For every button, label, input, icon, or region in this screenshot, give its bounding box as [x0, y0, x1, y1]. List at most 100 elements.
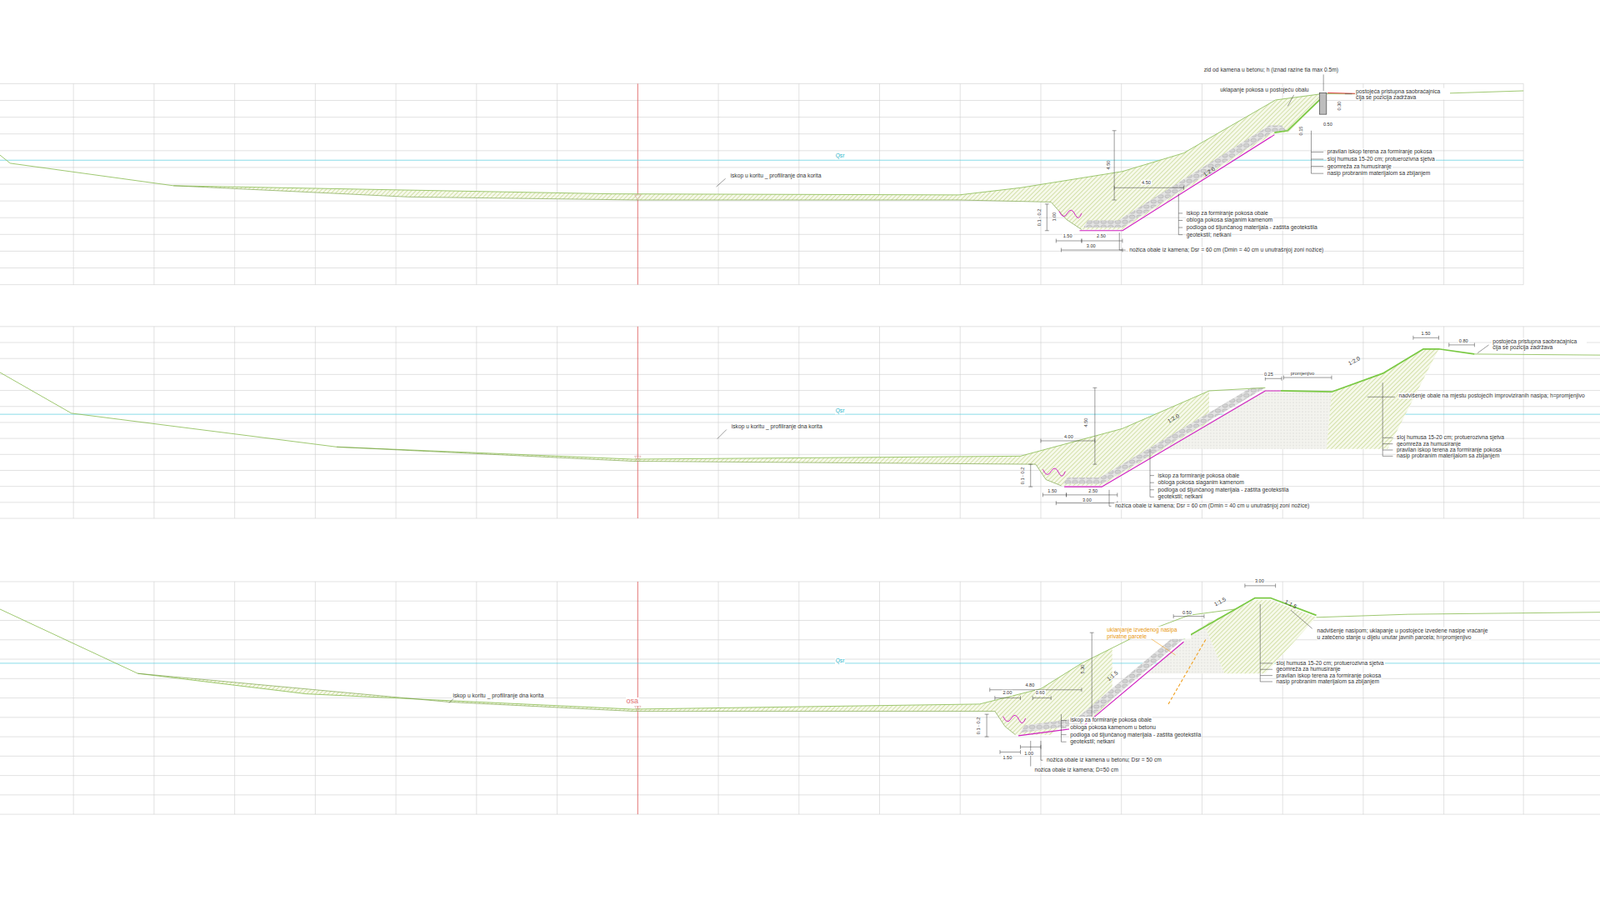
grid-line: [73, 326, 75, 519]
dimension-label: 0.50: [1181, 610, 1193, 615]
leader-tick: [1260, 675, 1273, 676]
dimension-tick: [1412, 335, 1414, 340]
water-level-line: [0, 160, 1524, 161]
grid-line: [234, 326, 235, 519]
dimension-tick: [985, 714, 990, 715]
leader-tick: [1150, 482, 1155, 484]
note-label: nožica obale iz kamena u betonu; Dsr = 5…: [1045, 757, 1163, 764]
dimension-tick: [1265, 376, 1266, 381]
dimension-tick: [1448, 342, 1450, 347]
dimension-label: 3.00: [1081, 497, 1093, 503]
dimension-line: [1245, 585, 1276, 586]
drawing-group: [0, 74, 1600, 815]
dimension-tick: [1090, 632, 1095, 634]
dimension-label: 0.50: [1322, 121, 1334, 127]
dimension-tick: [1020, 695, 1021, 700]
grid-line: [879, 581, 880, 815]
grid-line: [1201, 83, 1203, 285]
toe-stone: [1042, 468, 1065, 476]
grid-line: [0, 234, 1524, 235]
dimension-label: 4.50: [1105, 160, 1111, 171]
note-label: podloga od šljunčanog materijala - zašti…: [1185, 224, 1319, 230]
dimension-tick: [1244, 583, 1245, 588]
dimension-tick: [1112, 200, 1117, 201]
humus-line: [1280, 349, 1475, 392]
dimension-label: 1.50: [1420, 330, 1431, 336]
dimension-line: [1046, 204, 1048, 231]
dimension-tick: [1283, 375, 1285, 380]
leader-tick: [1060, 727, 1066, 729]
dimension-line: [1173, 615, 1205, 617]
grid-line: [0, 716, 1600, 718]
grid-line: [315, 581, 316, 815]
grid-line: [1523, 326, 1525, 519]
dimension-tick: [1275, 583, 1276, 588]
design-bed-line: [336, 446, 1061, 486]
dimension-tick: [1050, 695, 1052, 700]
dimension-label: 0.80: [1458, 338, 1470, 344]
grid-line: [1523, 83, 1525, 285]
note-label: sloj humusa 15-20 cm; protuerozivna sjet…: [1395, 435, 1505, 441]
grid-line: [475, 326, 477, 519]
dimension-tick: [1028, 464, 1033, 465]
slope-label: 1:1.5: [1283, 598, 1299, 610]
dimension-label: 3.00: [1254, 578, 1265, 584]
dimension-label: 4.50: [1083, 416, 1089, 428]
dimension-label: 1.50: [1001, 754, 1013, 760]
note-label: iskop za formiranje pokosa obale: [1185, 210, 1270, 216]
note-label: sloj humusa 15-20 cm; protuerozivna sjet…: [1275, 660, 1385, 666]
grid-line: [0, 775, 1600, 776]
note-label: pravilan iskop terena za formiranje poko…: [1326, 149, 1434, 155]
excavation-area: [336, 390, 1210, 486]
dimension-tick: [1065, 492, 1067, 497]
dimension-tick: [1173, 614, 1175, 619]
grid-line: [0, 284, 1524, 285]
leader-line: [1178, 194, 1180, 235]
dimension-tick: [1094, 439, 1095, 444]
geotextile-line: [1064, 390, 1281, 487]
grid-line: [960, 83, 961, 285]
leader-tick: [1178, 227, 1183, 229]
leader-tick: [1060, 734, 1066, 735]
grid-line: [556, 83, 558, 285]
grid-line: [0, 83, 1524, 85]
terrain-line: [0, 90, 1524, 195]
dimension-line: [1042, 494, 1066, 495]
leader-line: [1150, 639, 1175, 656]
grid-line: [0, 518, 1600, 520]
dimension-tick: [1183, 185, 1185, 190]
dimension-tick: [985, 736, 990, 738]
note-label: pravilan iskop terena za formiranje poko…: [1275, 672, 1383, 679]
removal-label: uklanjanje izvedenog nasipa privatne par…: [1105, 626, 1191, 640]
dimension-label: 5.30: [1080, 664, 1085, 675]
note-label: nožica obale iz kamena; Dsr = 60 cm (Dmi…: [1128, 246, 1325, 253]
grid-line: [0, 342, 1600, 344]
grid-line: [0, 485, 1600, 487]
grid-line: [1362, 83, 1364, 285]
dimension-line: [1094, 387, 1095, 465]
grid-line: [315, 326, 316, 519]
dimension-label: 1.00: [1023, 750, 1035, 756]
axis-marker: [635, 455, 641, 461]
dimension-tick: [1045, 230, 1050, 231]
grid-line: [879, 83, 880, 285]
dimension-label: 1.50: [1062, 233, 1074, 239]
grid-line: [1120, 581, 1122, 815]
note-label: zid od kamena u betonu; h (iznad razine …: [1203, 67, 1340, 74]
dimension-line: [1114, 130, 1115, 200]
water-level-label: Qsr: [835, 153, 846, 160]
leader-tick: [1382, 450, 1393, 451]
leader-tick: [1178, 234, 1183, 235]
grid-line: [1120, 326, 1122, 519]
grid-line: [718, 326, 720, 519]
note-label: obloga pokosa slaganim kamenom: [1157, 479, 1245, 485]
grid-line: [0, 166, 1524, 168]
grid-line: [315, 83, 316, 285]
note-label: geotekstil; netkani: [1069, 739, 1116, 745]
note-label: podloga od šljunčanog materijala - zašti…: [1157, 486, 1290, 493]
dimension-label: 1.50: [1046, 488, 1058, 494]
toe-stone: [1059, 210, 1082, 218]
dimension-line: [1283, 377, 1332, 379]
grid-line: [0, 374, 1600, 375]
terrain-line: [1316, 612, 1600, 618]
